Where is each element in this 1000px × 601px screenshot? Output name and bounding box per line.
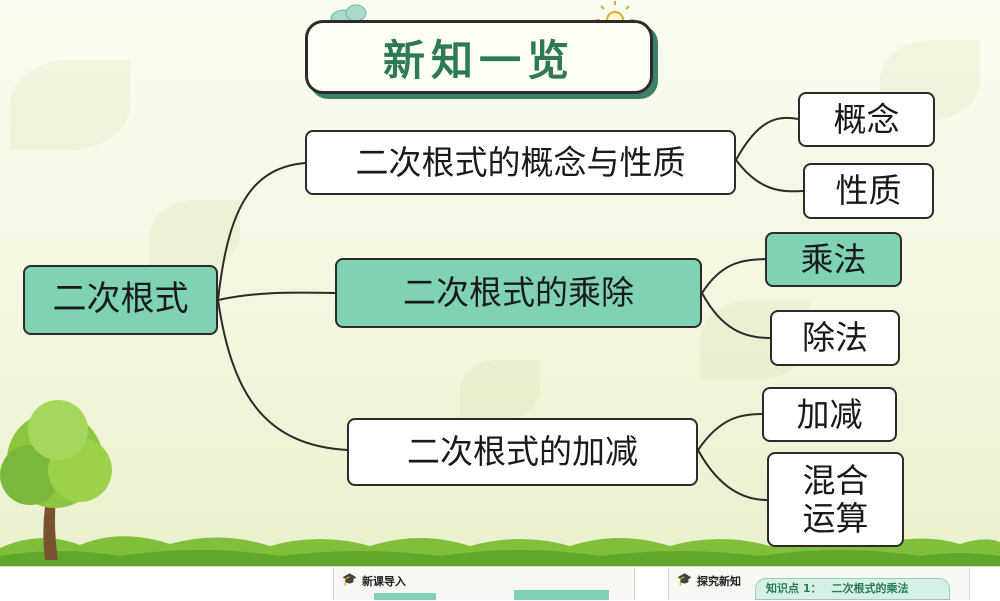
leaf-node-division: 除法	[770, 310, 900, 366]
thumbnail-label: 探究新知	[697, 575, 741, 588]
connector-branch3-leaf2	[697, 449, 768, 501]
connector-branch3-leaf1	[697, 413, 763, 451]
connector-root-branch3	[217, 299, 348, 451]
thumbnail-slide-1[interactable]: 🎓 新课导入	[333, 568, 635, 600]
branch-node-multiply-divide: 二次根式的乘除	[335, 258, 702, 328]
connector-branch2-leaf1	[701, 258, 766, 294]
title-frame	[305, 20, 653, 94]
tree-icon	[0, 400, 112, 560]
background-leaf	[460, 360, 540, 420]
root-node: 二次根式	[23, 265, 218, 335]
graduation-cap-icon: 🎓	[342, 572, 357, 586]
background-leaf	[10, 60, 130, 150]
graduation-cap-icon: 🎓	[677, 572, 692, 586]
thumbnail-box	[374, 593, 436, 600]
connector-branch2-leaf2	[701, 292, 771, 339]
branch-node-concept-properties: 二次根式的概念与性质	[305, 130, 736, 195]
leaf-node-mixed-operations: 混合 运算	[767, 452, 904, 547]
leaf-node-concept: 概念	[798, 92, 935, 147]
connector-branch1-leaf1	[735, 116, 799, 161]
leaf-node-properties: 性质	[803, 163, 934, 219]
knowledge-point-badge: 知识点 1： 二次根式的乘法	[755, 578, 950, 600]
connector-root-branch2	[217, 291, 336, 301]
knowledge-point-label: 知识点 1：	[766, 582, 822, 595]
branch-node-add-subtract: 二次根式的加减	[347, 418, 698, 486]
connector-branch1-leaf2	[735, 159, 804, 193]
grass-decoration	[0, 536, 1000, 566]
knowledge-point-title: 二次根式的乘法	[831, 582, 909, 595]
thumbnail-label: 新课导入	[362, 575, 406, 588]
page-title: 新知一览	[382, 35, 575, 85]
connector-root-branch1	[217, 162, 306, 301]
leaf-node-multiplication: 乘法	[765, 232, 902, 287]
connector-lines	[217, 116, 804, 501]
leaf-node-add-subtract: 加减	[762, 387, 897, 442]
thumbnail-box	[514, 590, 609, 600]
